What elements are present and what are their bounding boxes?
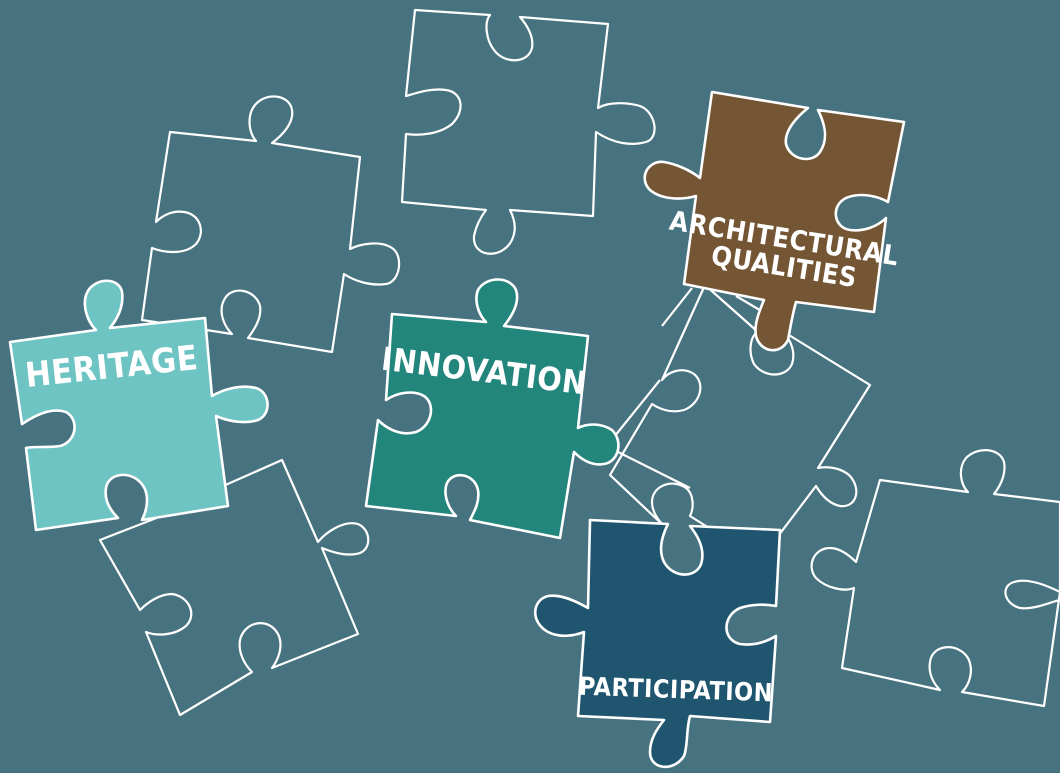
filled-pieces: HERITAGE INNOVATION ARCHITECTURAL QUALIT… [8,90,910,769]
empty-piece-upper-left [140,95,401,354]
piece-participation-shape [533,518,782,769]
empty-piece-lower-left [98,452,370,717]
piece-innovation-shape [364,278,620,540]
piece-heritage-shape [8,279,269,532]
piece-participation-label: PARTICIPATION [578,672,773,708]
empty-piece-center-right [608,283,872,562]
piece-participation[interactable]: PARTICIPATION [533,518,782,769]
piece-architectural-qualities-shape [643,90,906,352]
piece-heritage[interactable]: HERITAGE [8,279,269,532]
empty-piece-top-center [400,8,656,255]
empty-piece-right [810,449,1060,708]
connector-innovation-center [609,379,691,489]
piece-architectural-qualities[interactable]: ARCHITECTURAL QUALITIES [643,90,910,352]
piece-innovation[interactable]: INNOVATION [364,278,620,540]
